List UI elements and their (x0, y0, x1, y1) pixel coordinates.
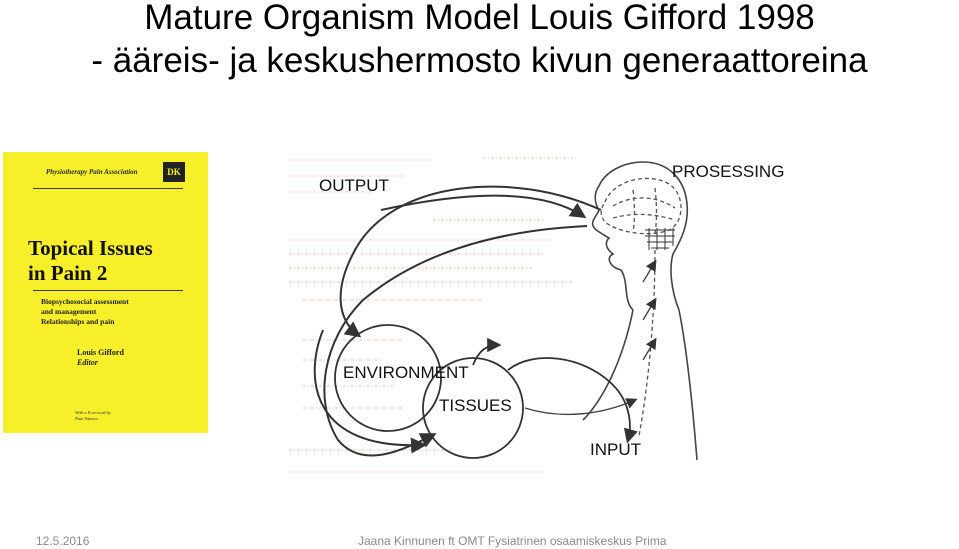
tissues-label: TISSUES (439, 396, 512, 415)
cover-title: Topical Issues in Pain 2 (28, 236, 153, 286)
footer-author: Jaana Kinnunen ft OMT Fysiatrinen osaami… (358, 534, 667, 548)
cover-subtitle: Biopsychosocial assessment and managemen… (41, 297, 129, 327)
page-title: Mature Organism Model Louis Gifford 1998… (0, 0, 959, 82)
book-cover-image: Physiotherapy Pain Association DK Topica… (3, 152, 208, 433)
cover-foreword-line-1: With a Foreword by (75, 410, 111, 415)
mature-organism-diagram: OUTPUT PROSESSING ENVIRONMENT TISSUES IN… (283, 150, 784, 490)
cover-author: Louis Gifford Editor (77, 348, 124, 368)
input-label: INPUT (590, 440, 641, 459)
cerebellum (645, 228, 675, 250)
tissues-circle (422, 357, 524, 459)
publisher-logo-icon: DK (163, 162, 185, 182)
cover-author-name: Louis Gifford (77, 348, 124, 357)
title-line-2: - ääreis- ja keskushermosto kivun genera… (91, 41, 868, 80)
output-label: OUTPUT (319, 176, 389, 195)
head-silhouette (582, 161, 698, 461)
spinal-cord-path (638, 249, 656, 437)
title-line-1: Mature Organism Model Louis Gifford 1998 (144, 0, 815, 37)
cover-subtitle-line-3: Relationships and pain (41, 317, 115, 326)
cover-subtitle-line-1: Biopsychosocial assessment (41, 297, 129, 306)
cover-foreword-line-2: Paul Watson (75, 416, 98, 421)
feedback-arrows (472, 337, 638, 444)
cover-divider (33, 188, 183, 189)
cover-divider (33, 290, 183, 291)
cover-author-role: Editor (77, 358, 98, 367)
cover-foreword: With a Foreword by Paul Watson (75, 410, 111, 422)
cover-publisher: Physiotherapy Pain Association (46, 168, 138, 176)
processing-label: PROSESSING (672, 162, 785, 181)
environment-label: ENVIRONMENT (343, 363, 469, 382)
footer-date: 12.5.2016 (36, 534, 90, 548)
output-arrow (313, 185, 602, 457)
cover-title-line-2: in Pain 2 (28, 261, 108, 285)
cover-title-line-1: Topical Issues (28, 236, 153, 260)
input-arrows (524, 259, 657, 416)
brain-outline (600, 177, 682, 235)
diagram-drawing (289, 157, 698, 473)
environment-circle (334, 324, 442, 432)
faint-background-text (289, 157, 573, 473)
cover-subtitle-line-2: and management (41, 307, 97, 316)
